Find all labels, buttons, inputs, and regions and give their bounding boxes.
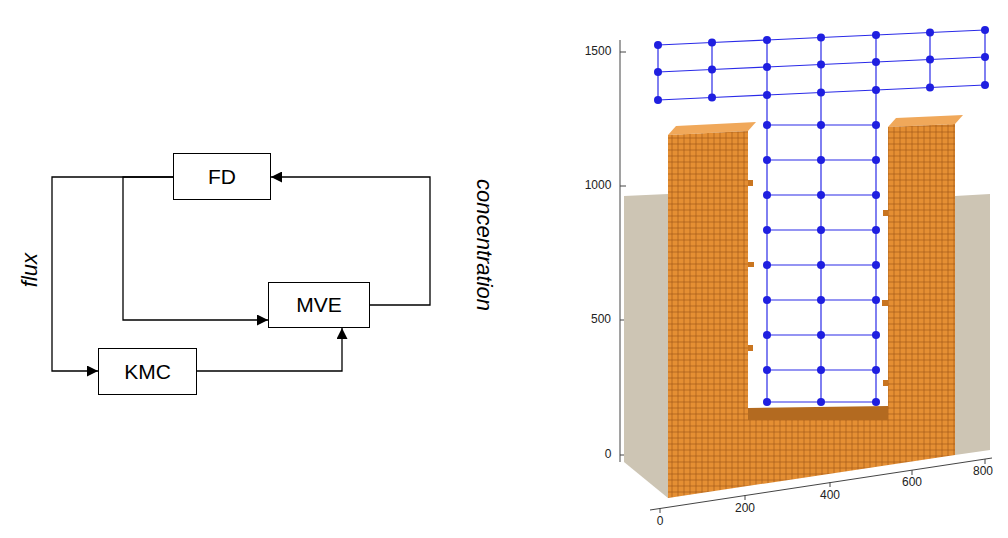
grid-point xyxy=(872,226,880,234)
grid-point xyxy=(817,261,825,269)
grid-point xyxy=(763,398,771,406)
grid-point xyxy=(763,156,771,164)
grid-point xyxy=(817,156,825,164)
axis-tick-label: 0 xyxy=(657,515,664,528)
axis-tick xyxy=(830,482,831,487)
axis-tick-label: 500 xyxy=(591,313,611,326)
substrate-block xyxy=(624,194,668,498)
grid-point xyxy=(763,331,771,339)
grid-point xyxy=(872,86,880,94)
grid-point xyxy=(872,191,880,199)
grid-point xyxy=(872,331,880,339)
grid-point xyxy=(763,63,771,71)
axis-tick xyxy=(620,52,626,53)
grid-point xyxy=(763,91,771,99)
grid-point xyxy=(817,226,825,234)
grid-point xyxy=(763,121,771,129)
deposit-layer xyxy=(668,124,955,498)
grid-point xyxy=(872,366,880,374)
grid-point xyxy=(981,81,989,89)
grid-point xyxy=(654,68,662,76)
grid-point xyxy=(872,156,880,164)
rough-voxel xyxy=(882,300,888,306)
grid-point xyxy=(763,296,771,304)
grid-point xyxy=(817,191,825,199)
grid-point xyxy=(872,31,880,39)
rough-voxel xyxy=(883,380,888,386)
substrate-block xyxy=(955,194,990,455)
axis-tick-label: 200 xyxy=(735,502,755,515)
grid-point xyxy=(708,94,716,102)
grid-point xyxy=(817,121,825,129)
trench-floor xyxy=(748,406,888,420)
flow-arrow xyxy=(52,177,173,371)
grid-point xyxy=(926,56,934,64)
grid-point xyxy=(872,58,880,66)
axis-tick xyxy=(620,186,626,187)
edge-label: flux xyxy=(18,251,42,289)
vertical-axis xyxy=(620,40,621,462)
axis-tick xyxy=(912,470,913,475)
grid-point xyxy=(654,96,662,104)
grid-point xyxy=(817,398,825,406)
axis-tick-label: 1000 xyxy=(585,179,612,192)
process-box: FD xyxy=(173,153,271,200)
grid-point xyxy=(872,121,880,129)
rough-voxel xyxy=(883,210,888,216)
grid-point xyxy=(817,34,825,42)
grid-point xyxy=(763,226,771,234)
axis-tick-label: 1500 xyxy=(585,45,612,58)
process-box: MVE xyxy=(268,282,370,328)
axis-tick-label: 0 xyxy=(605,448,612,461)
edge-label: concentration xyxy=(472,177,496,313)
grid-point xyxy=(763,366,771,374)
axis-tick-label: 800 xyxy=(973,465,993,478)
box-label: KMC xyxy=(124,360,171,383)
grid-point xyxy=(654,41,662,49)
grid-point xyxy=(926,29,934,37)
grid-point xyxy=(872,261,880,269)
grid-point xyxy=(817,331,825,339)
rough-voxel xyxy=(748,345,753,351)
grid-point xyxy=(708,39,716,47)
grid-point xyxy=(981,26,989,34)
grid-point xyxy=(872,398,880,406)
grid-point xyxy=(708,66,716,74)
axis-tick xyxy=(660,508,661,513)
process-box: KMC xyxy=(98,348,197,395)
grid-point xyxy=(872,296,880,304)
rough-voxel xyxy=(748,180,753,186)
grid-point xyxy=(926,84,934,92)
grid-point xyxy=(763,191,771,199)
grid-point xyxy=(981,53,989,61)
grid-point xyxy=(763,261,771,269)
grid-point xyxy=(817,61,825,69)
rough-voxel xyxy=(748,262,754,267)
grid-point xyxy=(763,36,771,44)
axis-tick-label: 600 xyxy=(902,476,922,489)
grid-point xyxy=(817,89,825,97)
axis-tick-label: 400 xyxy=(820,489,840,502)
grid-point xyxy=(817,366,825,374)
axis-tick xyxy=(745,495,746,500)
grid-point xyxy=(817,296,825,304)
box-label: MVE xyxy=(296,293,342,316)
axis-tick xyxy=(985,459,986,464)
flow-arrow xyxy=(197,328,342,371)
box-label: FD xyxy=(208,165,236,188)
